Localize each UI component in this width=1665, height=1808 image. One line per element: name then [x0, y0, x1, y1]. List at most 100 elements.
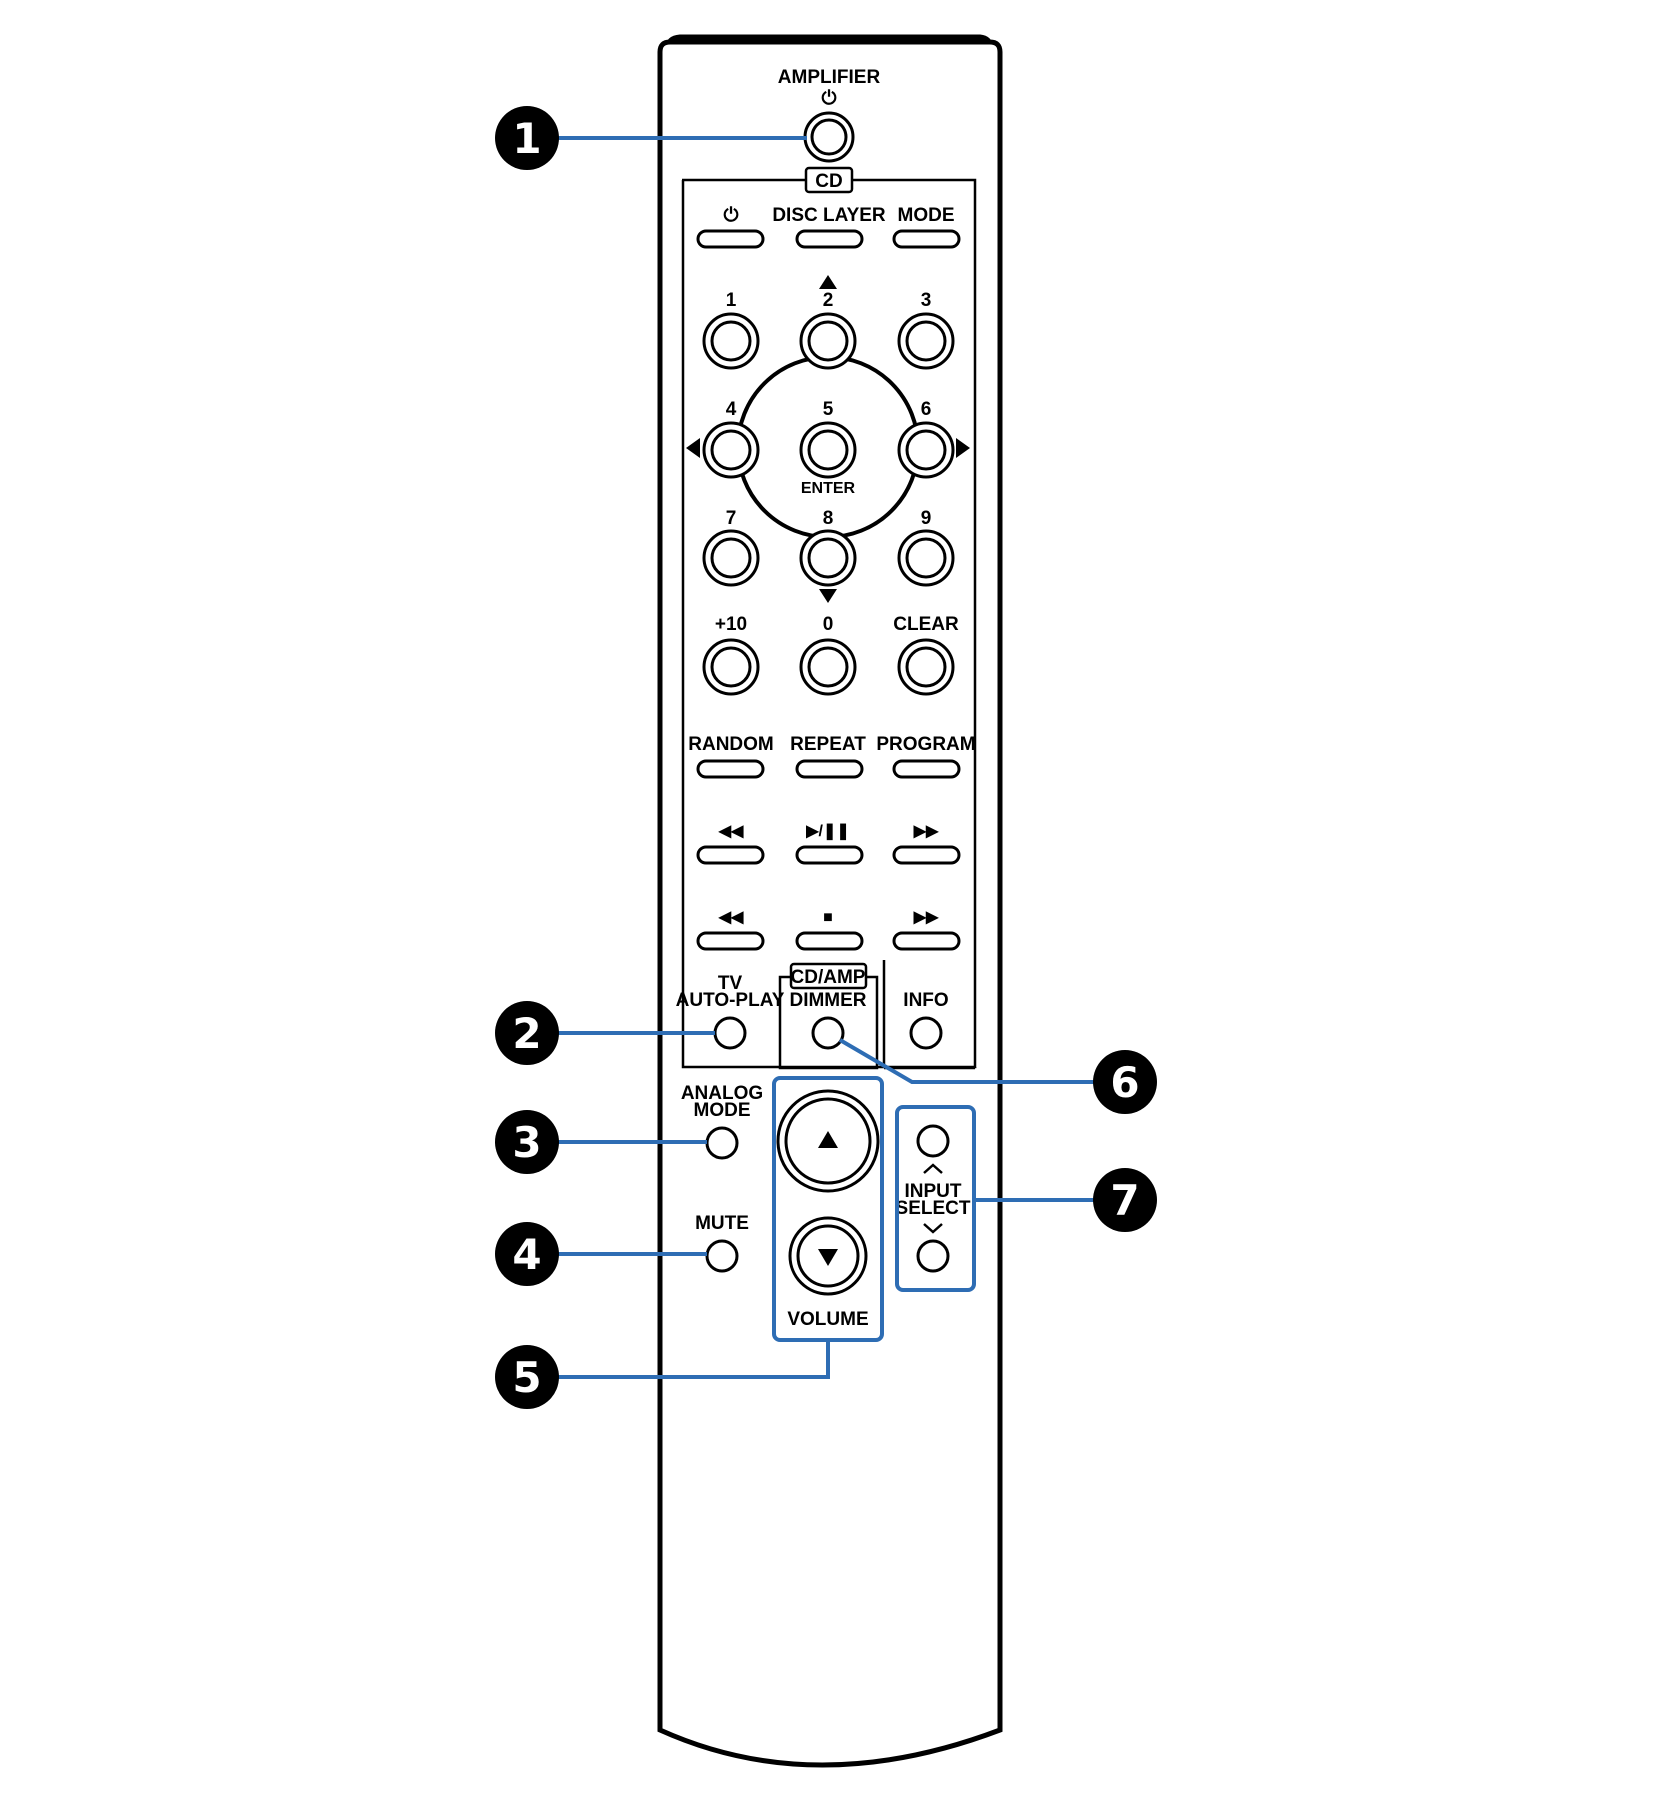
num-0-button[interactable] — [799, 638, 857, 696]
up-arrow-icon — [819, 275, 837, 289]
callout-2: 2 — [495, 1001, 559, 1065]
play-pause-button[interactable] — [795, 845, 864, 865]
cd-power-symbol: ⏻ — [723, 205, 738, 226]
cd-tab: CD — [815, 171, 842, 192]
tv-auto-play-button[interactable] — [713, 1016, 747, 1050]
chevron-down-icon — [923, 1223, 943, 1234]
auto-play-label: AUTO-PLAY — [676, 990, 785, 1011]
stop-button[interactable] — [795, 931, 864, 951]
num-1-button[interactable] — [702, 312, 760, 370]
num-7-button[interactable] — [702, 529, 760, 587]
program-label: PROGRAM — [876, 734, 975, 755]
mute-button[interactable] — [705, 1239, 739, 1273]
input-label: INPUT — [905, 1181, 962, 1202]
callout-4-number: 4 — [512, 1230, 541, 1279]
volume-down-arrow-icon — [818, 1249, 838, 1266]
callout-1: 1 — [495, 106, 559, 170]
callout-2-number: 2 — [512, 1009, 541, 1058]
repeat-button[interactable] — [795, 759, 864, 779]
volume-up-button[interactable] — [776, 1089, 880, 1193]
num-2-button[interactable] — [799, 312, 857, 370]
callout-5: 5 — [495, 1345, 559, 1409]
num-6-button[interactable] — [897, 421, 955, 479]
down-arrow-icon — [819, 589, 837, 603]
info-label: INFO — [903, 990, 948, 1011]
volume-down-button[interactable] — [788, 1216, 868, 1296]
callout-1-number: 1 — [512, 114, 541, 163]
num-3-label: 3 — [921, 290, 932, 311]
num-6-label: 6 — [921, 399, 932, 420]
input-select-down-button[interactable] — [916, 1239, 950, 1273]
callout-3: 3 — [495, 1110, 559, 1174]
num-5-enter-button[interactable] — [799, 421, 857, 479]
callout-3-number: 3 — [512, 1118, 541, 1167]
num-3-button[interactable] — [897, 312, 955, 370]
plus10-button[interactable] — [702, 638, 760, 696]
num-9-label: 9 — [921, 508, 932, 529]
callout-line-5 — [527, 1342, 830, 1379]
volume-highlight-box — [772, 1076, 884, 1342]
num-2-label: 2 — [823, 290, 834, 311]
num-5-label: 5 — [823, 399, 834, 420]
right-arrow-icon — [956, 438, 970, 458]
clear-label: CLEAR — [893, 614, 959, 635]
info-button[interactable] — [909, 1016, 943, 1050]
num-4-button[interactable] — [702, 421, 760, 479]
skip-forward-button[interactable] — [892, 845, 961, 865]
cd-amp-tab: CD/AMP — [791, 967, 866, 988]
skip-back-button[interactable] — [696, 845, 765, 865]
volume-up-arrow-icon — [818, 1131, 838, 1148]
random-button[interactable] — [696, 759, 765, 779]
input-select-up-button[interactable] — [916, 1124, 950, 1158]
fast-forward-button[interactable] — [892, 931, 961, 951]
mode-label: MODE — [898, 205, 955, 226]
num-8-label: 8 — [823, 508, 834, 529]
amplifier-power-symbol: ⏻ — [821, 88, 836, 109]
cd-power-button[interactable] — [696, 229, 765, 249]
callout-4: 4 — [495, 1222, 559, 1286]
cd-tab-box — [804, 166, 854, 194]
mute-label: MUTE — [695, 1213, 749, 1234]
program-button[interactable] — [892, 759, 961, 779]
callout-6: 6 — [1093, 1050, 1157, 1114]
rewind-icon: ◀◀ — [718, 909, 744, 926]
mode-button[interactable] — [892, 229, 961, 249]
callout-5-number: 5 — [512, 1353, 541, 1402]
fast-forward-icon: ▶▶ — [913, 909, 939, 926]
select-label: SELECT — [896, 1198, 971, 1219]
cd-amp-frame — [778, 975, 879, 1070]
cd-amp-tab-box — [789, 962, 868, 990]
skip-forward-icon: ▶▶ — [913, 823, 939, 840]
input-select-highlight-box — [895, 1105, 976, 1292]
skip-back-icon: ◀◀ — [718, 823, 744, 840]
clear-button[interactable] — [897, 638, 955, 696]
analog-mode-label: MODE — [694, 1100, 751, 1121]
amplifier-label: AMPLIFIER — [778, 67, 881, 88]
play-pause-icon: ▶/❚❚ — [805, 823, 850, 841]
num-1-label: 1 — [726, 290, 737, 311]
disc-layer-label: DISC LAYER — [772, 205, 886, 226]
enter-label: ENTER — [801, 480, 856, 497]
num-0-label: 0 — [823, 614, 834, 635]
chevron-up-icon — [923, 1163, 943, 1174]
left-arrow-icon — [686, 438, 700, 458]
callout-lines — [527, 136, 1125, 1379]
dimmer-button[interactable] — [811, 1016, 845, 1050]
plus10-label: +10 — [715, 614, 747, 635]
num-7-label: 7 — [726, 508, 737, 529]
rewind-button[interactable] — [696, 931, 765, 951]
dimmer-label: DIMMER — [789, 990, 866, 1011]
callout-7-number: 7 — [1110, 1176, 1139, 1225]
amplifier-power-button[interactable] — [803, 111, 855, 163]
analog-label: ANALOG — [681, 1083, 763, 1104]
repeat-label: REPEAT — [790, 734, 866, 755]
num-9-button[interactable] — [897, 529, 955, 587]
disc-layer-button[interactable] — [795, 229, 864, 249]
callout-7: 7 — [1093, 1168, 1157, 1232]
analog-mode-button[interactable] — [705, 1126, 739, 1160]
tv-label: TV — [718, 973, 743, 994]
volume-label: VOLUME — [787, 1309, 868, 1330]
num-8-button[interactable] — [799, 529, 857, 587]
